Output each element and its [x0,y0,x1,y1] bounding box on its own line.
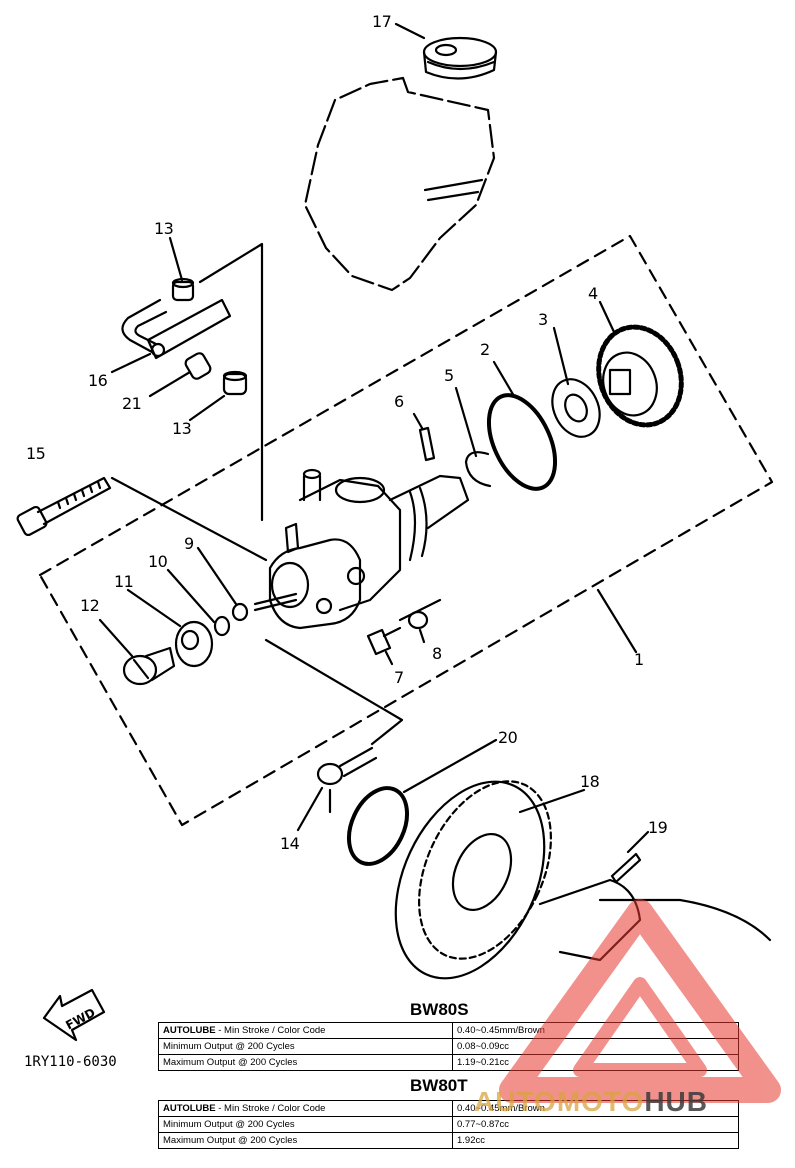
table-cell-value: 0.08~0.09cc [452,1038,739,1055]
oil-hose-16 [121,298,232,360]
gear-4 [596,324,684,428]
pointer-lines [98,22,650,854]
seal-11 [174,620,214,668]
callout-11: 11 [114,572,134,591]
callout-13-top: 13 [154,219,174,238]
table-cell-label: Maximum Output @ 200 Cycles [158,1054,453,1071]
callout-18: 18 [580,772,600,791]
callout-12: 12 [80,596,100,615]
watermark-automoto: AUTOMOTO [474,1086,645,1117]
fwd-label: FWD [63,1005,97,1032]
o-ring-2 [486,393,558,491]
callout-21: 21 [122,394,142,413]
callout-4: 4 [588,284,598,303]
washer-8 [407,610,429,630]
plug-screw-12 [122,646,176,686]
bolt-14 [316,746,378,786]
autolube-label: AUTOLUBE [163,1025,216,1036]
callout-10: 10 [148,552,168,571]
table-cell-value: 1.19~0.21cc [452,1054,739,1071]
table-row: Minimum Output @ 200 Cycles 0.08~0.09cc [158,1038,739,1055]
callout-6: 6 [394,392,404,411]
assembly-boundary [38,234,774,827]
bolt-15 [16,476,112,537]
cap-17 [422,36,498,80]
table-cell-label: Minimum Output @ 200 Cycles [158,1116,453,1133]
table-cell-label: AUTOLUBE - Min Stroke / Color Code [158,1022,453,1039]
pin-6 [418,426,436,462]
callout-13-bottom: 13 [172,419,192,438]
callout-14: 14 [280,834,300,853]
callout-17: 17 [372,12,392,31]
leader-lines [110,242,442,814]
bolt-7 [366,626,402,656]
collar-21 [184,352,212,380]
table-cell-value: 1.92cc [452,1132,739,1149]
pump-body [253,468,470,630]
callout-1: 1 [634,650,644,669]
washer-10 [213,615,231,637]
o-ring-20 [346,786,410,866]
table-cell-label: Minimum Output @ 200 Cycles [158,1038,453,1055]
circlip-5 [464,451,492,488]
table-cell-label: AUTOLUBE - Min Stroke / Color Code [158,1100,453,1117]
spec-table-bw80s: AUTOLUBE - Min Stroke / Color Code 0.40~… [158,1022,739,1071]
table-row: Maximum Output @ 200 Cycles 1.92cc [158,1132,739,1149]
table-row: Maximum Output @ 200 Cycles 1.19~0.21cc [158,1054,739,1071]
bearing-3 [551,378,601,438]
callout-16: 16 [88,371,108,390]
callout-3: 3 [538,310,548,329]
callout-9: 9 [184,534,194,553]
model-title-bw80s: BW80S [410,1000,469,1019]
cover-18 [394,780,552,980]
model-title-bw80t: BW80T [410,1076,468,1095]
callout-19: 19 [648,818,668,837]
callout-8: 8 [432,644,442,663]
callout-2: 2 [480,340,490,359]
collar-13-bottom [222,370,248,396]
watermark-hub: HUB [644,1086,708,1117]
callout-20: 20 [498,728,518,747]
fwd-arrow: FWD [42,988,106,1042]
crankshaft-end [538,878,772,962]
table-cell-value: 0.77~0.87cc [452,1116,739,1133]
table-row: Minimum Output @ 200 Cycles 0.77~0.87cc [158,1116,739,1133]
washer-9 [231,602,249,622]
callout-5: 5 [444,366,454,385]
table-row: AUTOLUBE - Min Stroke / Color Code 0.40~… [158,1022,739,1039]
callout-15: 15 [26,444,46,463]
table-cell-value: 0.40~0.45mm/Brown [452,1022,739,1039]
collar-13-top [171,277,195,302]
dowel-pin-19 [610,852,642,884]
autolube-label: AUTOLUBE [163,1103,216,1114]
part-number: 1RY110-6030 [24,1054,117,1070]
spec-table-bw80t: AUTOLUBE - Min Stroke / Color Code 0.40~… [158,1100,739,1149]
watermark-text: AUTOMOTOHUB [474,1086,708,1118]
table-cell-label: Maximum Output @ 200 Cycles [158,1132,453,1149]
callout-7: 7 [394,668,404,687]
pump-cover-outline [303,76,496,292]
